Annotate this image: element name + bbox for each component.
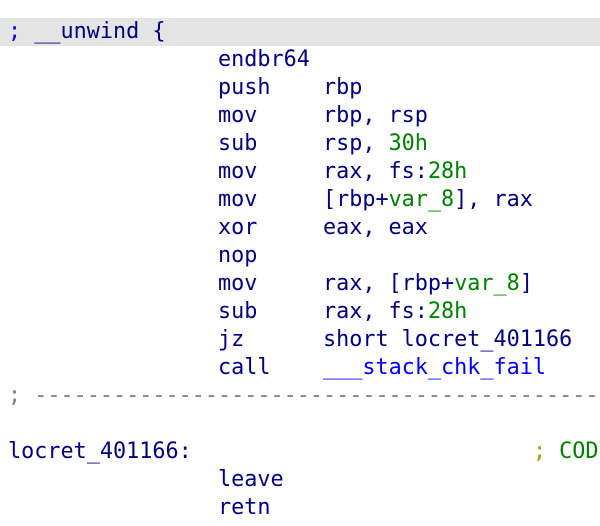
code-token: ; --------------------------------------…	[8, 383, 600, 408]
instruction[interactable]: push rbp	[0, 74, 600, 102]
separator-line[interactable]: ; --------------------------------------…	[0, 382, 600, 410]
code-token: __unwind {	[21, 19, 166, 44]
code-token: ]	[519, 271, 533, 296]
instruction[interactable]: sub rsp, 30h	[0, 130, 600, 158]
code-token: push rbp	[8, 75, 363, 100]
label-line[interactable]: locret_401166: ; CODE	[0, 438, 600, 466]
instruction[interactable]: call ___stack_chk_fail	[0, 354, 600, 382]
code-token: sub rax, fs:	[8, 299, 428, 324]
code-token	[192, 439, 533, 464]
code-token: mov rax, fs:	[8, 159, 428, 184]
code-token: 28h	[427, 159, 468, 184]
code-reference-link[interactable]: locret_401166:	[8, 439, 192, 464]
code-token: ;	[8, 19, 22, 44]
code-reference-link[interactable]: ___stack_chk_fail	[322, 355, 547, 380]
instruction[interactable]: mov rbp, rsp	[0, 102, 600, 130]
instruction[interactable]: retn	[0, 494, 600, 522]
instruction[interactable]: nop	[0, 242, 600, 270]
code-token: call	[8, 355, 323, 380]
code-token: var_8	[388, 187, 455, 212]
code-token: nop	[8, 243, 258, 268]
instruction[interactable]: leave	[0, 466, 600, 494]
code-token: CODE	[559, 439, 600, 464]
code-token: endbr64	[8, 47, 310, 72]
disassembly-listing[interactable]: ; __unwind { endbr64 push rbp mov rbp, r…	[0, 18, 600, 522]
code-token: ;	[532, 439, 547, 464]
instruction[interactable]: endbr64	[0, 46, 600, 74]
code-token: mov [rbp+	[8, 187, 389, 212]
instruction[interactable]: mov rax, fs:28h	[0, 158, 600, 186]
instruction[interactable]: mov [rbp+var_8], rax	[0, 186, 600, 214]
code-token: sub rsp,	[8, 131, 389, 156]
code-token: 30h	[388, 131, 428, 156]
code-token: mov rax, [rbp+	[8, 271, 455, 296]
instruction[interactable]: jz short locret_401166	[0, 326, 600, 354]
instruction[interactable]: mov rax, [rbp+var_8]	[0, 270, 600, 298]
code-token: leave	[8, 467, 284, 492]
code-reference-link[interactable]: jz short locret_401166	[8, 327, 573, 352]
instruction[interactable]: xor eax, eax	[0, 214, 600, 242]
code-token: 28h	[427, 299, 468, 324]
code-token: var_8	[454, 271, 520, 296]
code-token: mov rbp, rsp	[8, 103, 428, 128]
instruction[interactable]: sub rax, fs:28h	[0, 298, 600, 326]
code-token: retn	[8, 495, 271, 520]
blank-line[interactable]	[0, 410, 600, 438]
code-token	[8, 411, 21, 436]
code-token: ], rax	[454, 187, 533, 212]
unwind-comment[interactable]: ; __unwind {	[0, 18, 600, 46]
code-token: xor eax, eax	[8, 215, 428, 240]
